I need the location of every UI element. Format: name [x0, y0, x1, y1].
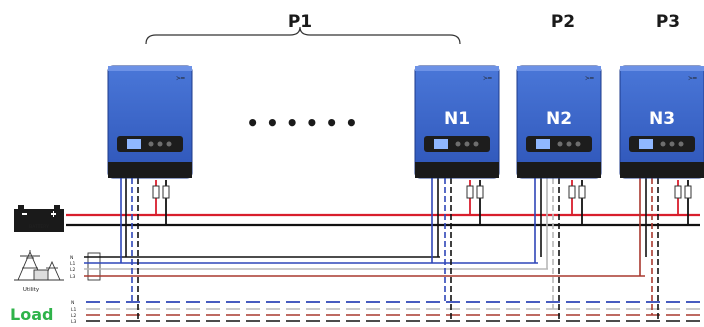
load-phase-label-l3: L3 [71, 319, 77, 325]
group-label-p3: P3 [656, 12, 680, 32]
lcd-display [127, 139, 141, 149]
battery-icon: BATTERY [14, 205, 64, 232]
inverter-1-wiring [120, 178, 167, 321]
p1-brace [145, 26, 461, 45]
lcd-display [639, 139, 653, 149]
phase-label-l3: L3 [70, 274, 76, 280]
lcd-display [434, 139, 448, 149]
inverter-unit-1: ≻━ [107, 65, 193, 179]
lcd-display [536, 139, 550, 149]
utility-tower-icon [14, 250, 64, 281]
battery-label: BATTERY [29, 224, 49, 230]
svg-text:≻━: ≻━ [483, 75, 492, 82]
group-label-p2: P2 [551, 12, 575, 32]
inverter-n2-wiring [534, 178, 583, 321]
svg-text:≻━: ≻━ [585, 75, 594, 82]
phase-label-l2: L2 [70, 267, 76, 273]
unit-label-n3: N3 [649, 109, 675, 129]
phase-label-n: N [70, 255, 73, 261]
phase-label-l1: L1 [70, 261, 76, 267]
more-units-ellipsis: • • • • • • [246, 111, 358, 135]
load-label: Load [10, 305, 53, 324]
load-phase-label-l2: L2 [71, 313, 77, 319]
unit-label-n2: N2 [546, 109, 572, 129]
unit-label-n1: N1 [444, 109, 470, 129]
group-label-p1: P1 [288, 12, 312, 32]
load-phase-label-l1: L1 [71, 307, 77, 313]
load-phase-label-n: N [71, 300, 74, 306]
svg-text:≻━: ≻━ [688, 75, 697, 82]
inverter-n1-wiring [431, 178, 481, 321]
utility-label: Utility [23, 287, 40, 293]
inverter-unit-n3: ≻━ N3 [619, 65, 704, 179]
svg-text:≻━: ≻━ [176, 75, 185, 82]
inverter-unit-n1: ≻━ N1 [414, 65, 500, 179]
inverter-n3-wiring [639, 178, 689, 321]
utility-breaker [84, 252, 110, 281]
battery-fuses [152, 185, 692, 199]
inverter-unit-n2: ≻━ N2 [516, 65, 602, 179]
